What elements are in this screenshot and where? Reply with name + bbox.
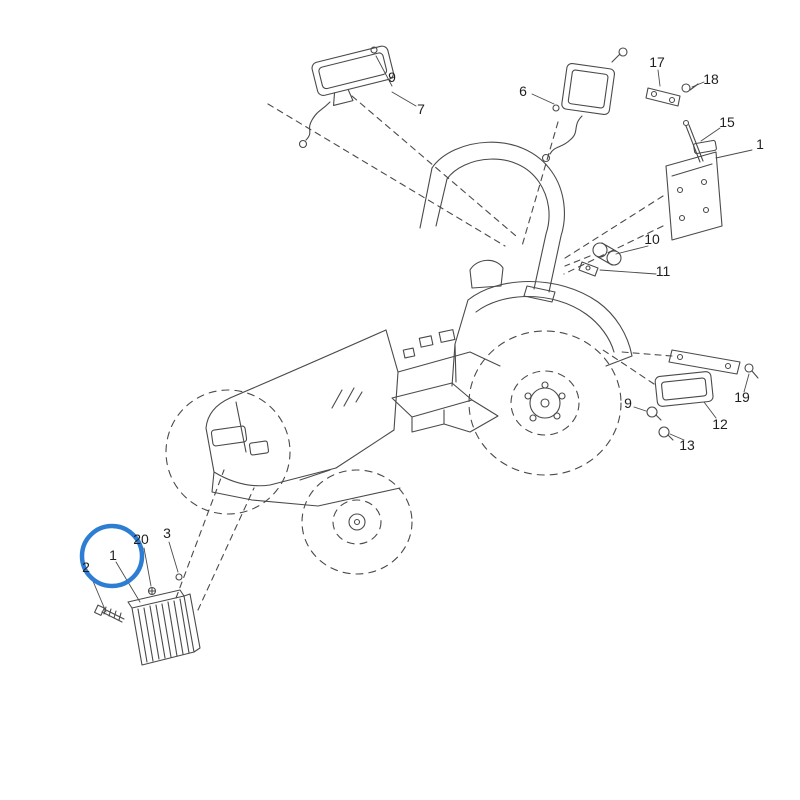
- part-label-2: 2: [82, 559, 90, 575]
- part-label-7: 7: [417, 101, 425, 117]
- rear-lamp-screw: [552, 104, 560, 112]
- part-label-9-bulb: 9: [624, 395, 632, 411]
- rops-roll-bar: [419, 141, 565, 303]
- part-label-13: 13: [679, 437, 695, 453]
- front-wheel-hub: [348, 513, 366, 531]
- bracket-strip: [668, 349, 741, 375]
- label-leader-lines: [89, 55, 753, 613]
- part-label-6: 6: [519, 83, 527, 99]
- part-label-10: 10: [644, 231, 660, 247]
- part-label-17: 17: [649, 54, 665, 70]
- bulb-part-9: [646, 406, 662, 421]
- bolt-part-19: [744, 363, 759, 379]
- front-lamp-wire: [305, 101, 331, 141]
- front-wheel: [301, 469, 413, 575]
- hood: [205, 329, 399, 487]
- front-lamp-connector: [298, 139, 308, 149]
- part-label-19: 19: [734, 389, 750, 405]
- part-label-18: 18: [703, 71, 719, 87]
- rod-part-15: [682, 119, 704, 163]
- bulb-part-13: [658, 426, 674, 441]
- part-label-9-front-lamp: 9: [388, 69, 396, 85]
- highlight-circle: [79, 523, 145, 589]
- bracket-part-17: [645, 87, 681, 107]
- part-labels: 9 7 6 17 18 15 1 10 11 9 19 12 13 2 1 20…: [82, 54, 764, 575]
- front-work-lamp: [311, 45, 394, 107]
- screw-part-3: [175, 573, 183, 581]
- rear-wheel: [468, 330, 622, 476]
- part-label-20: 20: [133, 531, 149, 547]
- rear-work-lamp: [561, 62, 616, 116]
- rear-lamp-bolt-shaft: [611, 53, 621, 63]
- rear-lamp-wire: [549, 115, 583, 155]
- part-label-1-right: 1: [756, 136, 764, 152]
- part-label-15: 15: [719, 114, 735, 130]
- headlight-assembly: [127, 589, 201, 666]
- spacer-part-10: [592, 242, 622, 266]
- bolt-part-2: [94, 604, 125, 623]
- lamp-part-12: [654, 371, 714, 407]
- rear-lamp-connector: [541, 153, 551, 163]
- rear-fender: [454, 281, 633, 383]
- washer-part-11: [578, 261, 599, 277]
- hood-logo-marks: [331, 387, 363, 409]
- part-label-3: 3: [163, 525, 171, 541]
- front-phantom-circle: [165, 389, 291, 515]
- rear-lamp-bolt-head: [618, 47, 628, 57]
- tractor-body: [211, 259, 504, 507]
- seat: [469, 259, 504, 289]
- mounting-plate-part-1: [665, 139, 723, 241]
- front-lamp-screw: [370, 46, 378, 54]
- rear-wheel-hub: [524, 381, 566, 422]
- part-label-11: 11: [656, 263, 671, 279]
- part-label-12: 12: [712, 416, 728, 432]
- phantom-connection-lines: [175, 95, 673, 611]
- screw-part-20: [147, 586, 157, 596]
- part-label-1-highlighted: 1: [109, 547, 117, 563]
